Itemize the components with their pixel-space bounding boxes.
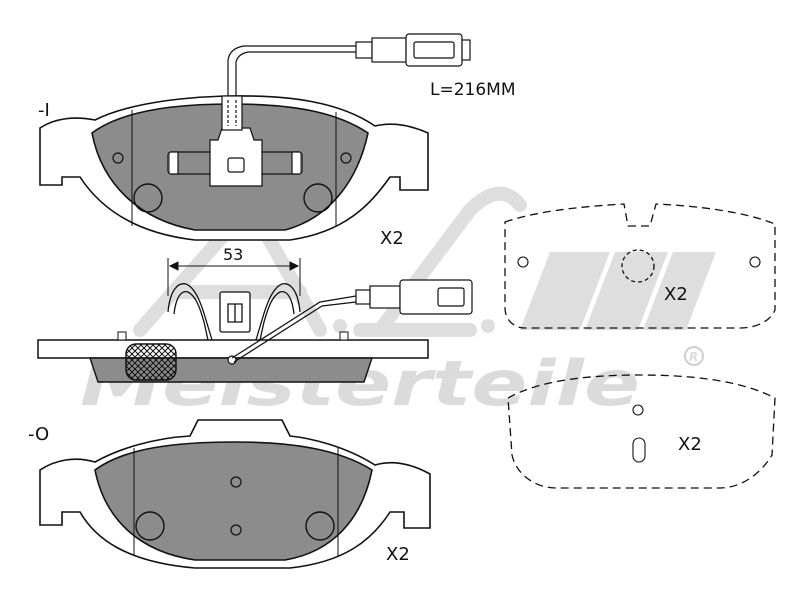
wear-sensor xyxy=(221,45,360,131)
inner-pad-quantity: X2 xyxy=(380,228,404,249)
outer-pad-quantity: X2 xyxy=(386,544,410,565)
sensor-connector-side xyxy=(355,279,473,315)
side-sensor-cable xyxy=(227,295,357,365)
sensor-connector-top xyxy=(355,33,471,67)
inner-clip xyxy=(167,127,303,187)
cable-length-label: L=216MM xyxy=(430,80,516,100)
side-backing-plate xyxy=(37,339,429,359)
outer-pad xyxy=(39,419,431,569)
outer-pad-marker: -O xyxy=(28,424,49,445)
outer-friction-material xyxy=(94,441,373,561)
watermark-stripes xyxy=(520,252,716,330)
watermark-registered: R xyxy=(689,350,698,364)
inner-pad-marker: -I xyxy=(38,100,50,121)
inner-pad xyxy=(39,33,471,241)
side-shim xyxy=(125,343,177,381)
rear-pad-top-quantity: X2 xyxy=(664,284,688,305)
rear-pad-top xyxy=(504,203,776,329)
rear-pad-bottom xyxy=(507,374,776,489)
rear-pad-bottom-quantity: X2 xyxy=(678,434,702,455)
side-view: 53 xyxy=(37,245,473,383)
dimension-line xyxy=(167,258,301,296)
dimension-value: 53 xyxy=(223,245,243,264)
spring-clip xyxy=(167,283,301,341)
